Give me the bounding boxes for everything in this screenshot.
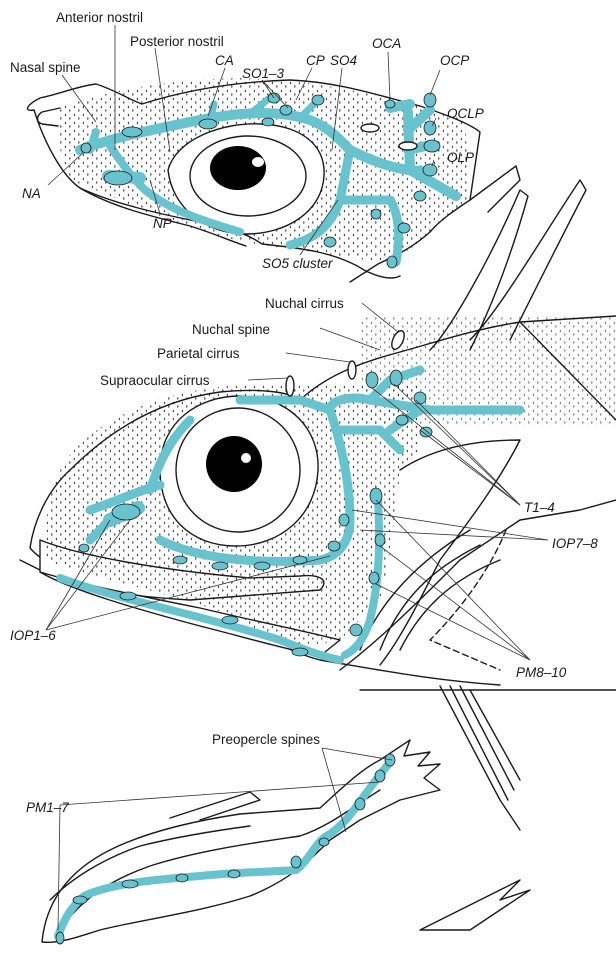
label-oca: OCA <box>372 36 401 51</box>
top-cirrus <box>399 142 417 150</box>
label-so1-3: SO1–3 <box>242 66 285 81</box>
mid-opercle <box>380 440 520 665</box>
panel-top-head-dorsal: Anterior nostril Posterior nostril Nasal… <box>10 10 520 282</box>
label-cp: CP <box>306 53 325 68</box>
label-ocp: OCP <box>440 53 469 68</box>
label-supraocular-cirrus: Supraocular cirrus <box>100 373 210 388</box>
panel-bottom-preopercle: Preopercle spines PM1–7 <box>26 686 530 944</box>
label-pm8-10: PM8–10 <box>516 665 567 680</box>
label-np: NP <box>153 216 172 231</box>
mid-parietal-cirrus <box>348 361 356 379</box>
top-dorsal-spine <box>470 166 520 212</box>
label-nasal-spine: Nasal spine <box>10 60 81 75</box>
label-preopercle-spines: Preopercle spines <box>212 732 320 747</box>
label-olp: OLP <box>447 150 474 165</box>
mid-eye-highlight <box>241 453 251 463</box>
mid-eye-pupil <box>206 436 262 492</box>
label-parietal-cirrus: Parietal cirrus <box>157 346 240 361</box>
mid-supraocular-cirrus <box>286 376 294 396</box>
label-ca: CA <box>215 53 234 68</box>
label-anterior-nostril: Anterior nostril <box>56 10 143 25</box>
bottom-blade <box>420 880 530 930</box>
label-pm1-7: PM1–7 <box>26 800 69 815</box>
label-posterior-nostril: Posterior nostril <box>130 34 224 49</box>
label-na: NA <box>22 186 41 201</box>
label-iop7-8: IOP7–8 <box>552 536 598 551</box>
top-cirrus <box>361 124 379 132</box>
label-so4: SO4 <box>330 53 357 68</box>
label-so5-cluster: SO5 cluster <box>262 256 333 271</box>
top-eye-pupil <box>210 146 266 190</box>
bottom-fin-rays <box>440 686 520 830</box>
label-t1-4: T1–4 <box>524 500 555 515</box>
bottom-pores <box>56 754 395 944</box>
label-nuchal-cirrus: Nuchal cirrus <box>265 296 344 311</box>
label-iop1-6: IOP1–6 <box>10 628 56 643</box>
label-oclp: OCLP <box>447 106 484 121</box>
top-eye-highlight <box>252 157 264 167</box>
bottom-canal <box>58 762 390 936</box>
label-nuchal-spine: Nuchal spine <box>192 322 270 337</box>
